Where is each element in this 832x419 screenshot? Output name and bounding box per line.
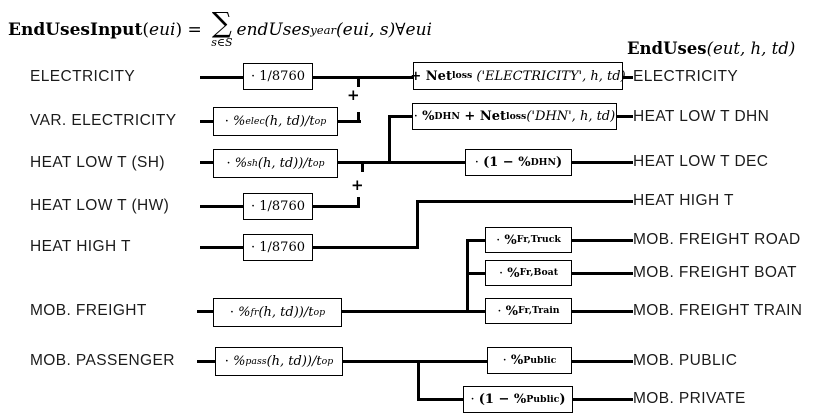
left-label-mob-passenger: MOB. PASSENGER [30, 352, 175, 369]
connector-electricity-mid [313, 76, 413, 79]
plus-operator-heat-merge: + [351, 176, 364, 194]
box-freight-boat-share: · %Fr,Boat [485, 260, 572, 286]
left-label-heat-low-t-sh: HEAT LOW T (SH) [30, 154, 165, 171]
connector-freight-vertical [466, 239, 469, 313]
connector-electricity-right [622, 76, 633, 79]
connector-train-stub [466, 310, 485, 313]
box-freight-truck-share: · %Fr,Truck [485, 227, 572, 253]
connector-passenger-mid [342, 360, 487, 363]
right-label-heat-high-t: HEAT HIGH T [633, 192, 734, 209]
right-label-heat-low-t-dhn: HEAT LOW T DHN [633, 108, 770, 125]
connector-sh-left [200, 161, 213, 164]
box-heat-high-yearly-avg: · 1/8760 [243, 234, 313, 261]
connector-high-mid [313, 246, 419, 249]
right-label-mob-public: MOB. PUBLIC [633, 352, 738, 369]
left-label-var-electricity: VAR. ELECTRICITY [30, 112, 177, 129]
plus-operator-electricity-merge: + [347, 86, 360, 104]
connector-hw-right [313, 205, 360, 208]
box-one-minus-dhn-share: · (1 − %DHN) [465, 149, 572, 176]
connector-boat-right [572, 272, 633, 275]
connector-var-elec-right [338, 120, 361, 123]
merge-tick-sh-down [361, 164, 364, 172]
right-label-mob-freight-boat: MOB. FREIGHT BOAT [633, 264, 797, 281]
merge-tick-hw-up [357, 197, 360, 205]
summation-symbol: ∑s∈S [211, 6, 233, 49]
box-public-share: · %Public [487, 347, 572, 374]
box-hot-water-yearly-avg: · 1/8760 [243, 193, 313, 220]
connector-dhn-right [617, 115, 633, 118]
connector-passenger-vertical [417, 360, 420, 401]
connector-boat-stub [466, 272, 485, 275]
right-label-mob-private: MOB. PRIVATE [633, 390, 746, 407]
connector-electricity-left [200, 76, 243, 79]
formula-name: EndUses [626, 39, 707, 58]
connector-sh-to-dec [338, 161, 465, 164]
left-label-heat-low-t-hw: HEAT LOW T (HW) [30, 197, 170, 214]
connector-high-vertical [416, 200, 419, 249]
right-label-heat-low-t-dec: HEAT LOW T DEC [633, 153, 769, 170]
connector-hw-left [200, 205, 243, 208]
connector-dec-right [572, 161, 633, 164]
left-label-heat-high-t: HEAT HIGH T [30, 238, 131, 255]
right-label-electricity: ELECTRICITY [633, 68, 739, 85]
left-label-electricity: ELECTRICITY [30, 68, 136, 85]
formula-name: EndUsesInput [8, 20, 143, 40]
right-label-mob-freight-train: MOB. FREIGHT TRAIN [633, 302, 803, 319]
left-label-mob-freight: MOB. FREIGHT [30, 302, 147, 319]
connector-var-elec-left [200, 120, 213, 123]
connector-private-stub [417, 398, 463, 401]
merge-tick-elec-down [357, 79, 360, 87]
connector-freight-left [197, 310, 213, 313]
connector-train-right [572, 310, 633, 313]
connector-truck-stub [466, 239, 485, 242]
connector-freight-mid [341, 310, 469, 313]
connector-public-right [572, 360, 633, 363]
connector-dhn-stub [388, 115, 412, 118]
merge-tick-var-up [357, 112, 360, 120]
right-label-mob-freight-road: MOB. FREIGHT ROAD [633, 231, 801, 248]
connector-high-top [416, 200, 633, 203]
box-one-minus-public-share: · (1 − %Public) [463, 386, 573, 413]
box-freight-train-share: · %Fr,Train [485, 298, 572, 324]
end-uses-output-formula: EndUses(eut, h, td) [626, 39, 796, 58]
connector-high-left [200, 246, 243, 249]
connector-dhn-vertical [388, 115, 391, 164]
connector-truck-right [572, 239, 633, 242]
box-electricity-yearly-avg: · 1/8760 [243, 63, 313, 90]
connector-passenger-left [197, 360, 215, 363]
connector-private-right [572, 398, 633, 401]
